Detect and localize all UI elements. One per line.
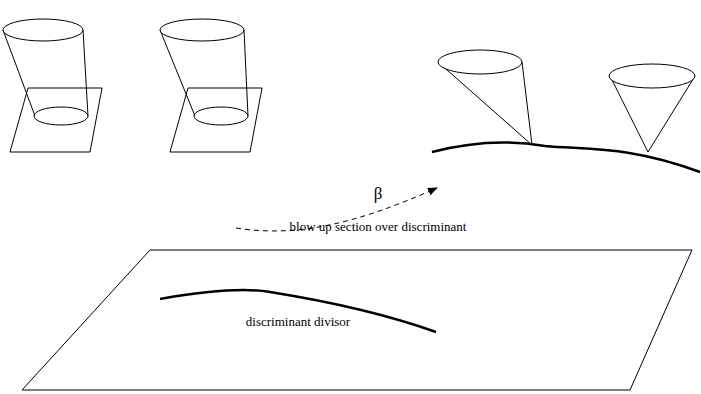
plane [10,88,102,152]
truncated-cone [3,19,88,125]
map-caption: blow up section over discriminant [290,220,467,234]
base-plane [22,250,692,390]
discriminant-divisor-curve [160,290,436,332]
cone [438,50,532,145]
cone [609,64,695,152]
map-symbol: β [374,185,383,204]
discriminant-curve [432,143,700,172]
truncated-cone [160,19,248,125]
divisor-label: discriminant divisor [246,315,350,329]
plane [170,88,262,152]
